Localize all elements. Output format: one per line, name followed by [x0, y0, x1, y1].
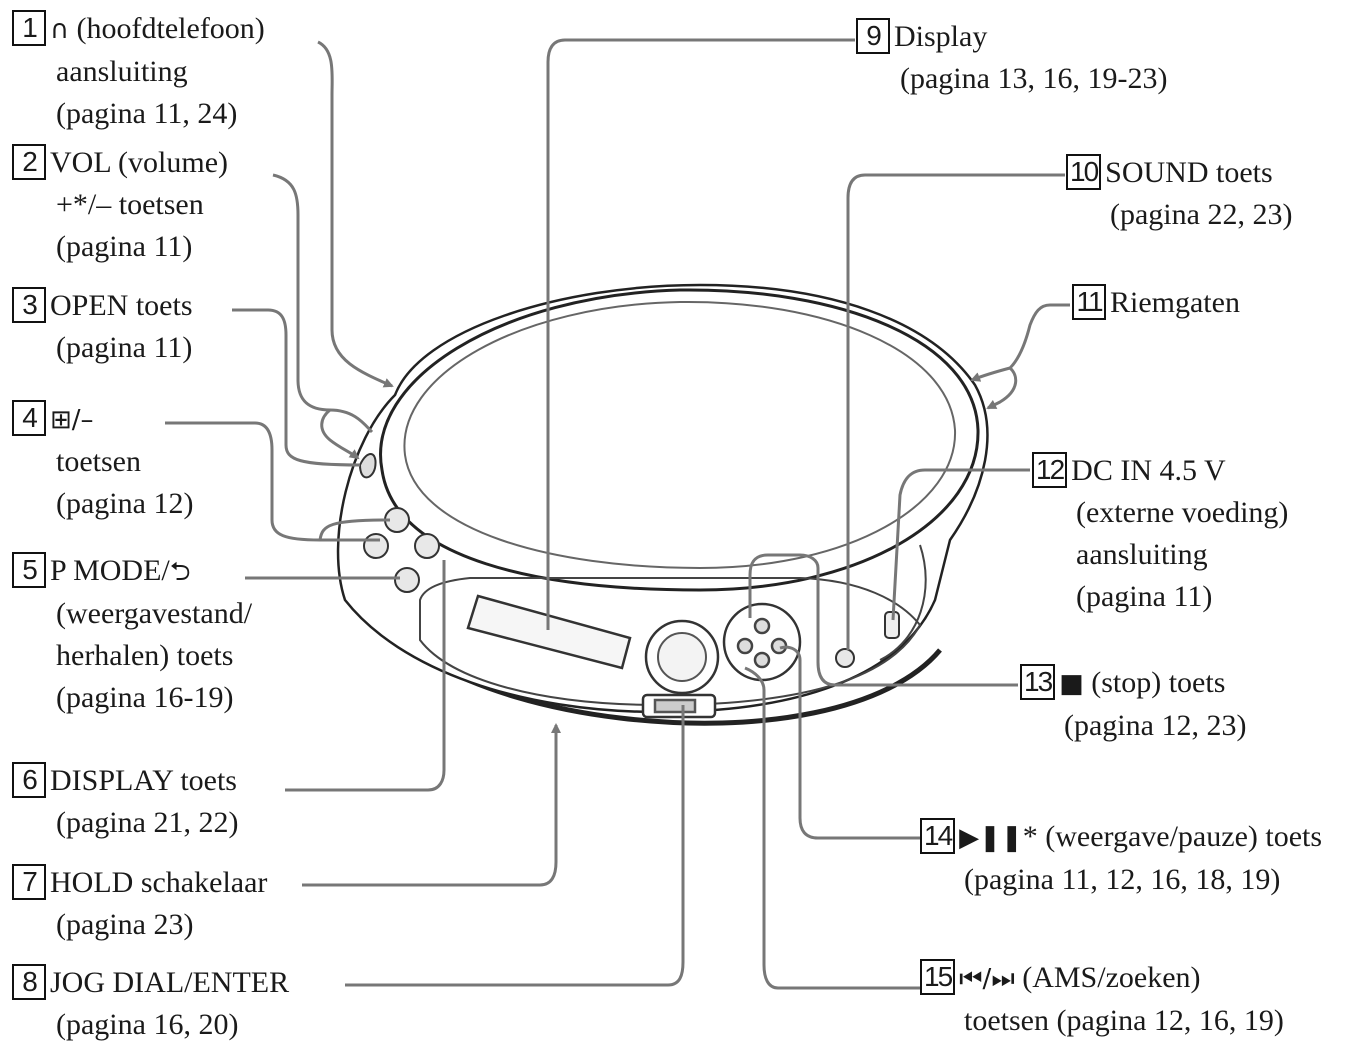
callout-number: 6: [12, 762, 46, 798]
callout-4: 4⊞/– toetsen (pagina 12): [12, 398, 193, 525]
play-pause-icon: ▶❚❚: [959, 823, 1023, 853]
front-panel: [419, 577, 922, 707]
leader-10: [846, 173, 1065, 650]
control-pad: [722, 602, 802, 682]
callout-number: 8: [12, 964, 46, 1000]
callout-number: 15: [920, 959, 956, 995]
callout-number: 9: [856, 18, 890, 54]
callout-number: 11: [1072, 284, 1106, 320]
callout-15: 15⏮/⏭ (AMS/zoeken) toetsen (pagina 12, 1…: [920, 957, 1284, 1042]
leader-3: [232, 308, 361, 467]
leader-11: [970, 303, 1070, 382]
stop-icon: ■: [1059, 669, 1084, 699]
side-button-4: [394, 567, 420, 593]
leader-4: [165, 421, 380, 542]
leader-8: [345, 705, 685, 987]
callout-number: 5: [12, 552, 46, 588]
leader-6: [285, 560, 446, 792]
leader-1: [317, 40, 394, 388]
sound-button: [835, 648, 855, 668]
leader-9: [546, 38, 855, 630]
open-latch: [358, 453, 377, 479]
callout-14: 14▶❚❚* (weergave/pauze) toets (pagina 11…: [920, 816, 1322, 901]
callout-number: 12: [1032, 452, 1068, 488]
callout-number: 14: [920, 818, 956, 854]
group-plus-minus-icon: ⊞/–: [50, 405, 94, 435]
lcd-display: [466, 594, 632, 670]
side-button-3: [414, 533, 440, 559]
leader-14: [779, 645, 920, 840]
repeat-icon: ⮌: [169, 557, 191, 587]
callout-number: 3: [12, 287, 46, 323]
callout-number: 4: [12, 400, 46, 436]
lid-outer: [379, 288, 980, 592]
callout-number: 10: [1066, 154, 1102, 190]
cd-player: [336, 283, 989, 726]
lid-inner: [403, 300, 957, 570]
callout-number: 2: [12, 144, 46, 180]
callout-1: 1∩ (hoofdtelefoon) aansluiting (pagina 1…: [12, 8, 265, 135]
leader-13: [748, 553, 1018, 687]
callout-number: 7: [12, 864, 46, 900]
callout-number: 13: [1020, 664, 1056, 700]
callout-number: 1: [12, 10, 46, 46]
side-button-2: [363, 533, 389, 559]
leader-12: [891, 468, 1030, 621]
leader-2: [272, 173, 374, 434]
leader-7: [302, 723, 561, 887]
prev-next-icon: ⏮/⏭: [959, 964, 1015, 994]
headphones-icon: ∩: [50, 15, 70, 45]
callout-13: 13■ (stop) toets (pagina 12, 23): [1020, 662, 1246, 747]
leader-15: [744, 666, 920, 990]
leader-lines: [165, 38, 1070, 990]
